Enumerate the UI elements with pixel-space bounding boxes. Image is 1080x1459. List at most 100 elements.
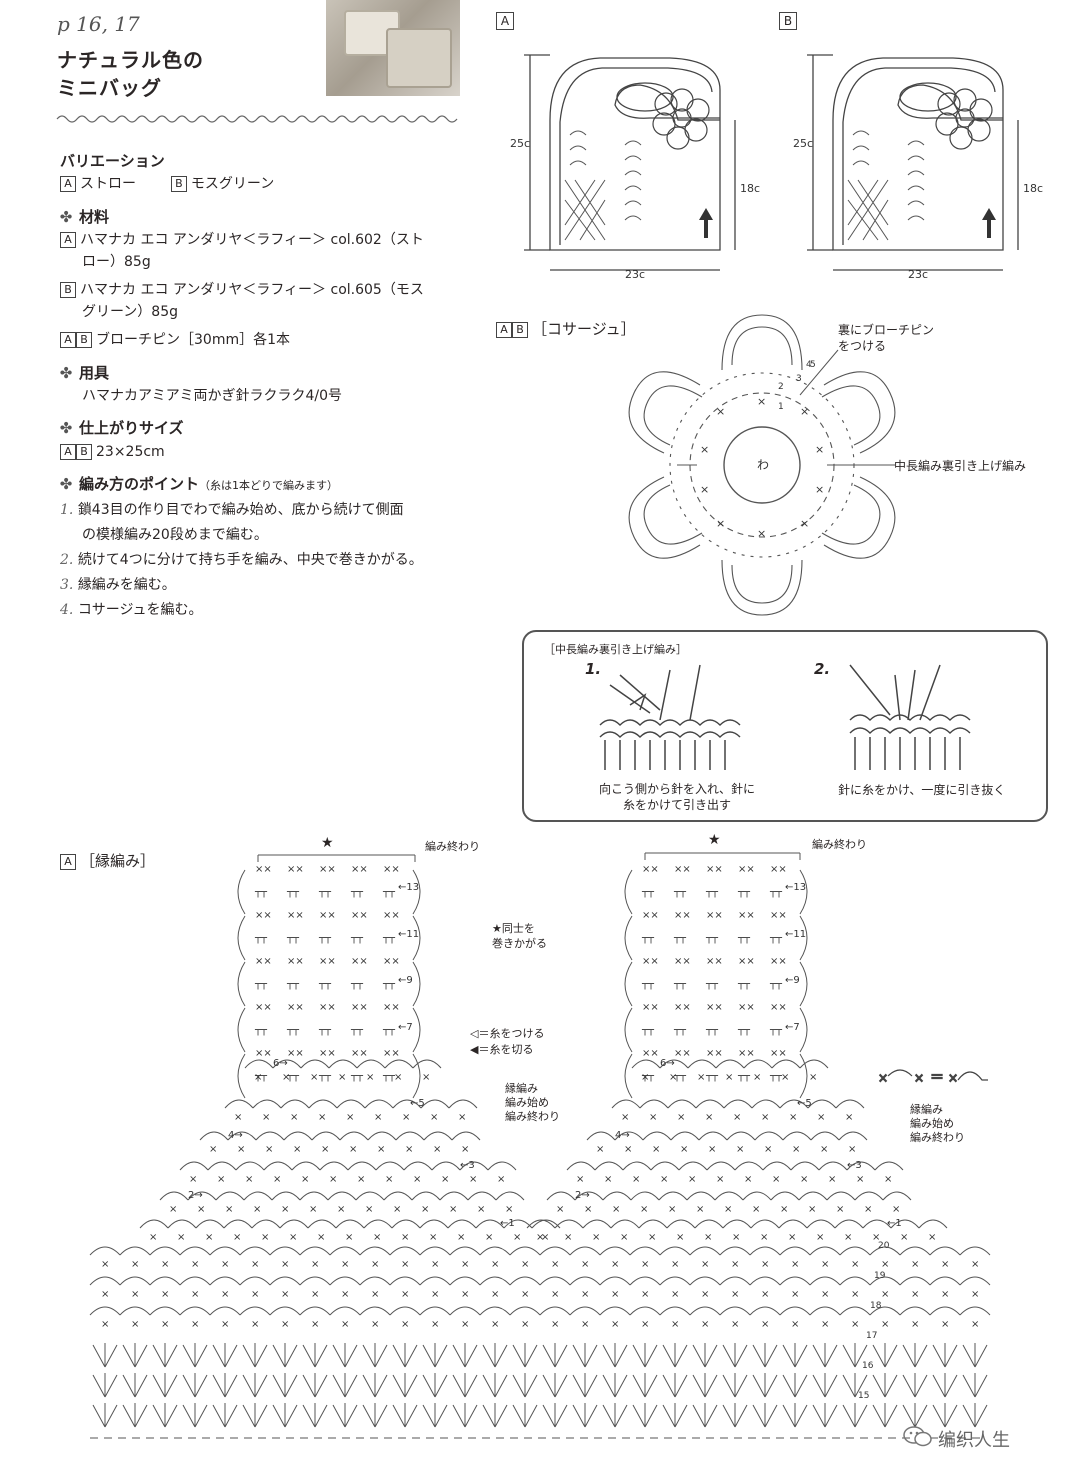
stitch-mark: × (281, 1204, 289, 1215)
stitch-mark: × (816, 1232, 824, 1243)
attach-note: ＝糸をつける (478, 1027, 545, 1040)
chain-loop (187, 1191, 217, 1201)
chain-loop (610, 1219, 640, 1229)
stitch-mark: ┬┬ (769, 979, 783, 990)
chain-loop (715, 1059, 745, 1069)
chain-loop (790, 1161, 820, 1171)
row-label-trapezoid: 6→ (660, 1058, 675, 1069)
stitch-mark: × (780, 1204, 788, 1215)
stitch-mark: × (189, 1174, 197, 1185)
chain-loop (659, 1246, 691, 1256)
cut-yarn-icon: ◀ (470, 1043, 479, 1056)
fan-stitch (452, 1373, 478, 1398)
chain-loop (367, 1131, 397, 1141)
technique-step1-caption: 向こう側から針を入れ、針に 糸をかけて引き出す (592, 781, 762, 813)
stitch-mark: × (338, 1072, 346, 1083)
chain-loop (328, 1059, 358, 1069)
fan-stitch (272, 1403, 298, 1428)
fan-stitch (662, 1343, 688, 1368)
stitch-mark: × (911, 1259, 919, 1270)
stitch-mark: ×× (287, 864, 304, 875)
chain-loop (779, 1306, 811, 1316)
row-label-right-handle: ←9 (785, 975, 800, 986)
chain-loop (838, 1131, 868, 1141)
stitch-mark: × (781, 1072, 789, 1083)
stitch-mark: × (604, 1174, 612, 1185)
row-label-right-handle: ←13 (785, 882, 806, 893)
stitch-mark: ×× (706, 1002, 723, 1013)
stitch-mark: × (851, 1259, 859, 1270)
chain-loop (299, 1246, 331, 1256)
stitch-mark: × (371, 1319, 379, 1330)
stitch-mark: ┬┬ (673, 933, 687, 944)
fan-stitch (542, 1373, 568, 1398)
edging-label: A［縁編み］ (60, 850, 155, 871)
chain-loop (335, 1219, 365, 1229)
stitch-mark: ┬┬ (737, 1071, 751, 1082)
stitch-mark: × (317, 1232, 325, 1243)
row-label-trapezoid: 2→ (188, 1190, 203, 1201)
stitch-mark: × (191, 1259, 199, 1270)
corsage-round-1: 1 (778, 402, 784, 412)
chain-loop (659, 1306, 691, 1316)
chain-loop (834, 1219, 864, 1229)
side-loop (624, 961, 633, 1007)
chain-loop (89, 1276, 121, 1286)
variation-a-badge: A (60, 176, 76, 192)
star-note-line2: 巻きかがる (492, 937, 547, 950)
stitch-mark: × (551, 1319, 559, 1330)
fan-stitch (212, 1403, 238, 1428)
bag-b-diagram: 25c 18c 23c (793, 54, 1043, 281)
stitch-mark: × (724, 1204, 732, 1215)
materials-a-badge: A (60, 232, 76, 248)
edging-edge-note-right: 縁編み編み始め編み終わり (910, 1103, 965, 1144)
stitch-mark: × (245, 1174, 253, 1185)
chain-loop (307, 1219, 337, 1229)
chain-loop (207, 1161, 237, 1171)
chain-loop (179, 1246, 211, 1256)
stitch-mark: × (251, 1319, 259, 1330)
fan-stitch (962, 1343, 988, 1368)
fan-stitch (662, 1373, 688, 1398)
chain-loop (689, 1276, 721, 1286)
stitch-mark: ×× (738, 1048, 755, 1059)
bag-b-badge: B (779, 12, 797, 30)
stitch-mark: × (357, 1174, 365, 1185)
chain-loop (689, 1306, 721, 1316)
chain-loop (419, 1306, 451, 1316)
stitch-mark: ┬┬ (641, 887, 655, 898)
technique-illustration-1 (599, 664, 741, 770)
chain-loop (149, 1246, 181, 1256)
step1-line1: 向こう側から針を入れ、針に (598, 782, 756, 796)
stitch-mark: ×× (674, 910, 691, 921)
chain-loop (554, 1219, 584, 1229)
fan-stitch (332, 1373, 358, 1398)
stitch-mark: × (421, 1204, 429, 1215)
stitch-mark: × (677, 1112, 685, 1123)
stitch-mark: ┬┬ (254, 979, 268, 990)
row-label-left-handle: ←11 (398, 929, 419, 940)
row-label-body: 18 (870, 1301, 882, 1311)
chain-loop (311, 1131, 341, 1141)
chain-loop (798, 1191, 828, 1201)
chain-loop (159, 1191, 189, 1201)
bag-a-badge: A (496, 12, 514, 30)
stitch-mark: × (820, 1144, 828, 1155)
stitch-mark: ┬┬ (286, 1071, 300, 1082)
points-heading: ✤編み方のポイント（糸は1本どりで編みます） (57, 473, 338, 494)
edging-star-right: ★ (708, 832, 721, 848)
stitch-mark: ┬┬ (769, 1025, 783, 1036)
chain-loop (629, 1306, 661, 1316)
stitch-mark: × (461, 1259, 469, 1270)
chain-loop (319, 1161, 349, 1171)
stitch-mark: × (596, 1144, 604, 1155)
stitch-mark: × (792, 1144, 800, 1155)
fan-stitch (302, 1373, 328, 1398)
stitch-mark: × (318, 1112, 326, 1123)
stitch-mark: × (676, 1232, 684, 1243)
stitch-mark: × (611, 1289, 619, 1300)
stitch-mark: × (433, 1144, 441, 1155)
chain-loop (869, 1246, 901, 1256)
chain-loop (449, 1246, 481, 1256)
stitch-mark: × (564, 1232, 572, 1243)
